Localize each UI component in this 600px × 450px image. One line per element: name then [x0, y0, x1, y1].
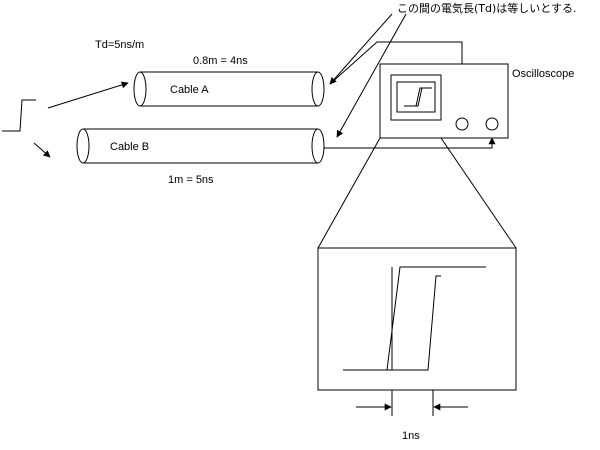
channel-2-knob	[485, 117, 499, 131]
cable-a-label: Cable A	[170, 84, 209, 96]
wire-cable-b-to-ch2	[324, 137, 496, 149]
cable-a: Cable A	[133, 71, 325, 107]
arrow-to-cable-b	[33, 142, 51, 158]
channel-1-knob	[455, 117, 469, 131]
oscilloscope	[379, 63, 509, 139]
delay-label: 1ns	[402, 430, 420, 442]
cable-b-length: 1m = 5ns	[168, 174, 214, 186]
cable-b: Cable B	[76, 128, 325, 164]
zoom-line-left	[317, 137, 381, 249]
cable-a-length: 0.8m = 4ns	[193, 55, 248, 67]
electrical-length-note: この間の電気長(Td)は等しいとする.	[397, 1, 576, 15]
cable-b-label: Cable B	[110, 141, 149, 153]
note-arrow-cable-b	[336, 13, 407, 138]
magnified-view	[317, 247, 517, 391]
note-arrow-cable-a	[329, 13, 393, 85]
oscilloscope-label: Oscilloscope	[512, 68, 574, 80]
trace-cable-b	[345, 275, 441, 371]
input-step-signal	[2, 99, 36, 132]
td-rate-label: Td=5ns/m	[95, 39, 144, 51]
arrow-to-cable-a	[47, 81, 129, 109]
zoom-line-right	[440, 137, 517, 249]
